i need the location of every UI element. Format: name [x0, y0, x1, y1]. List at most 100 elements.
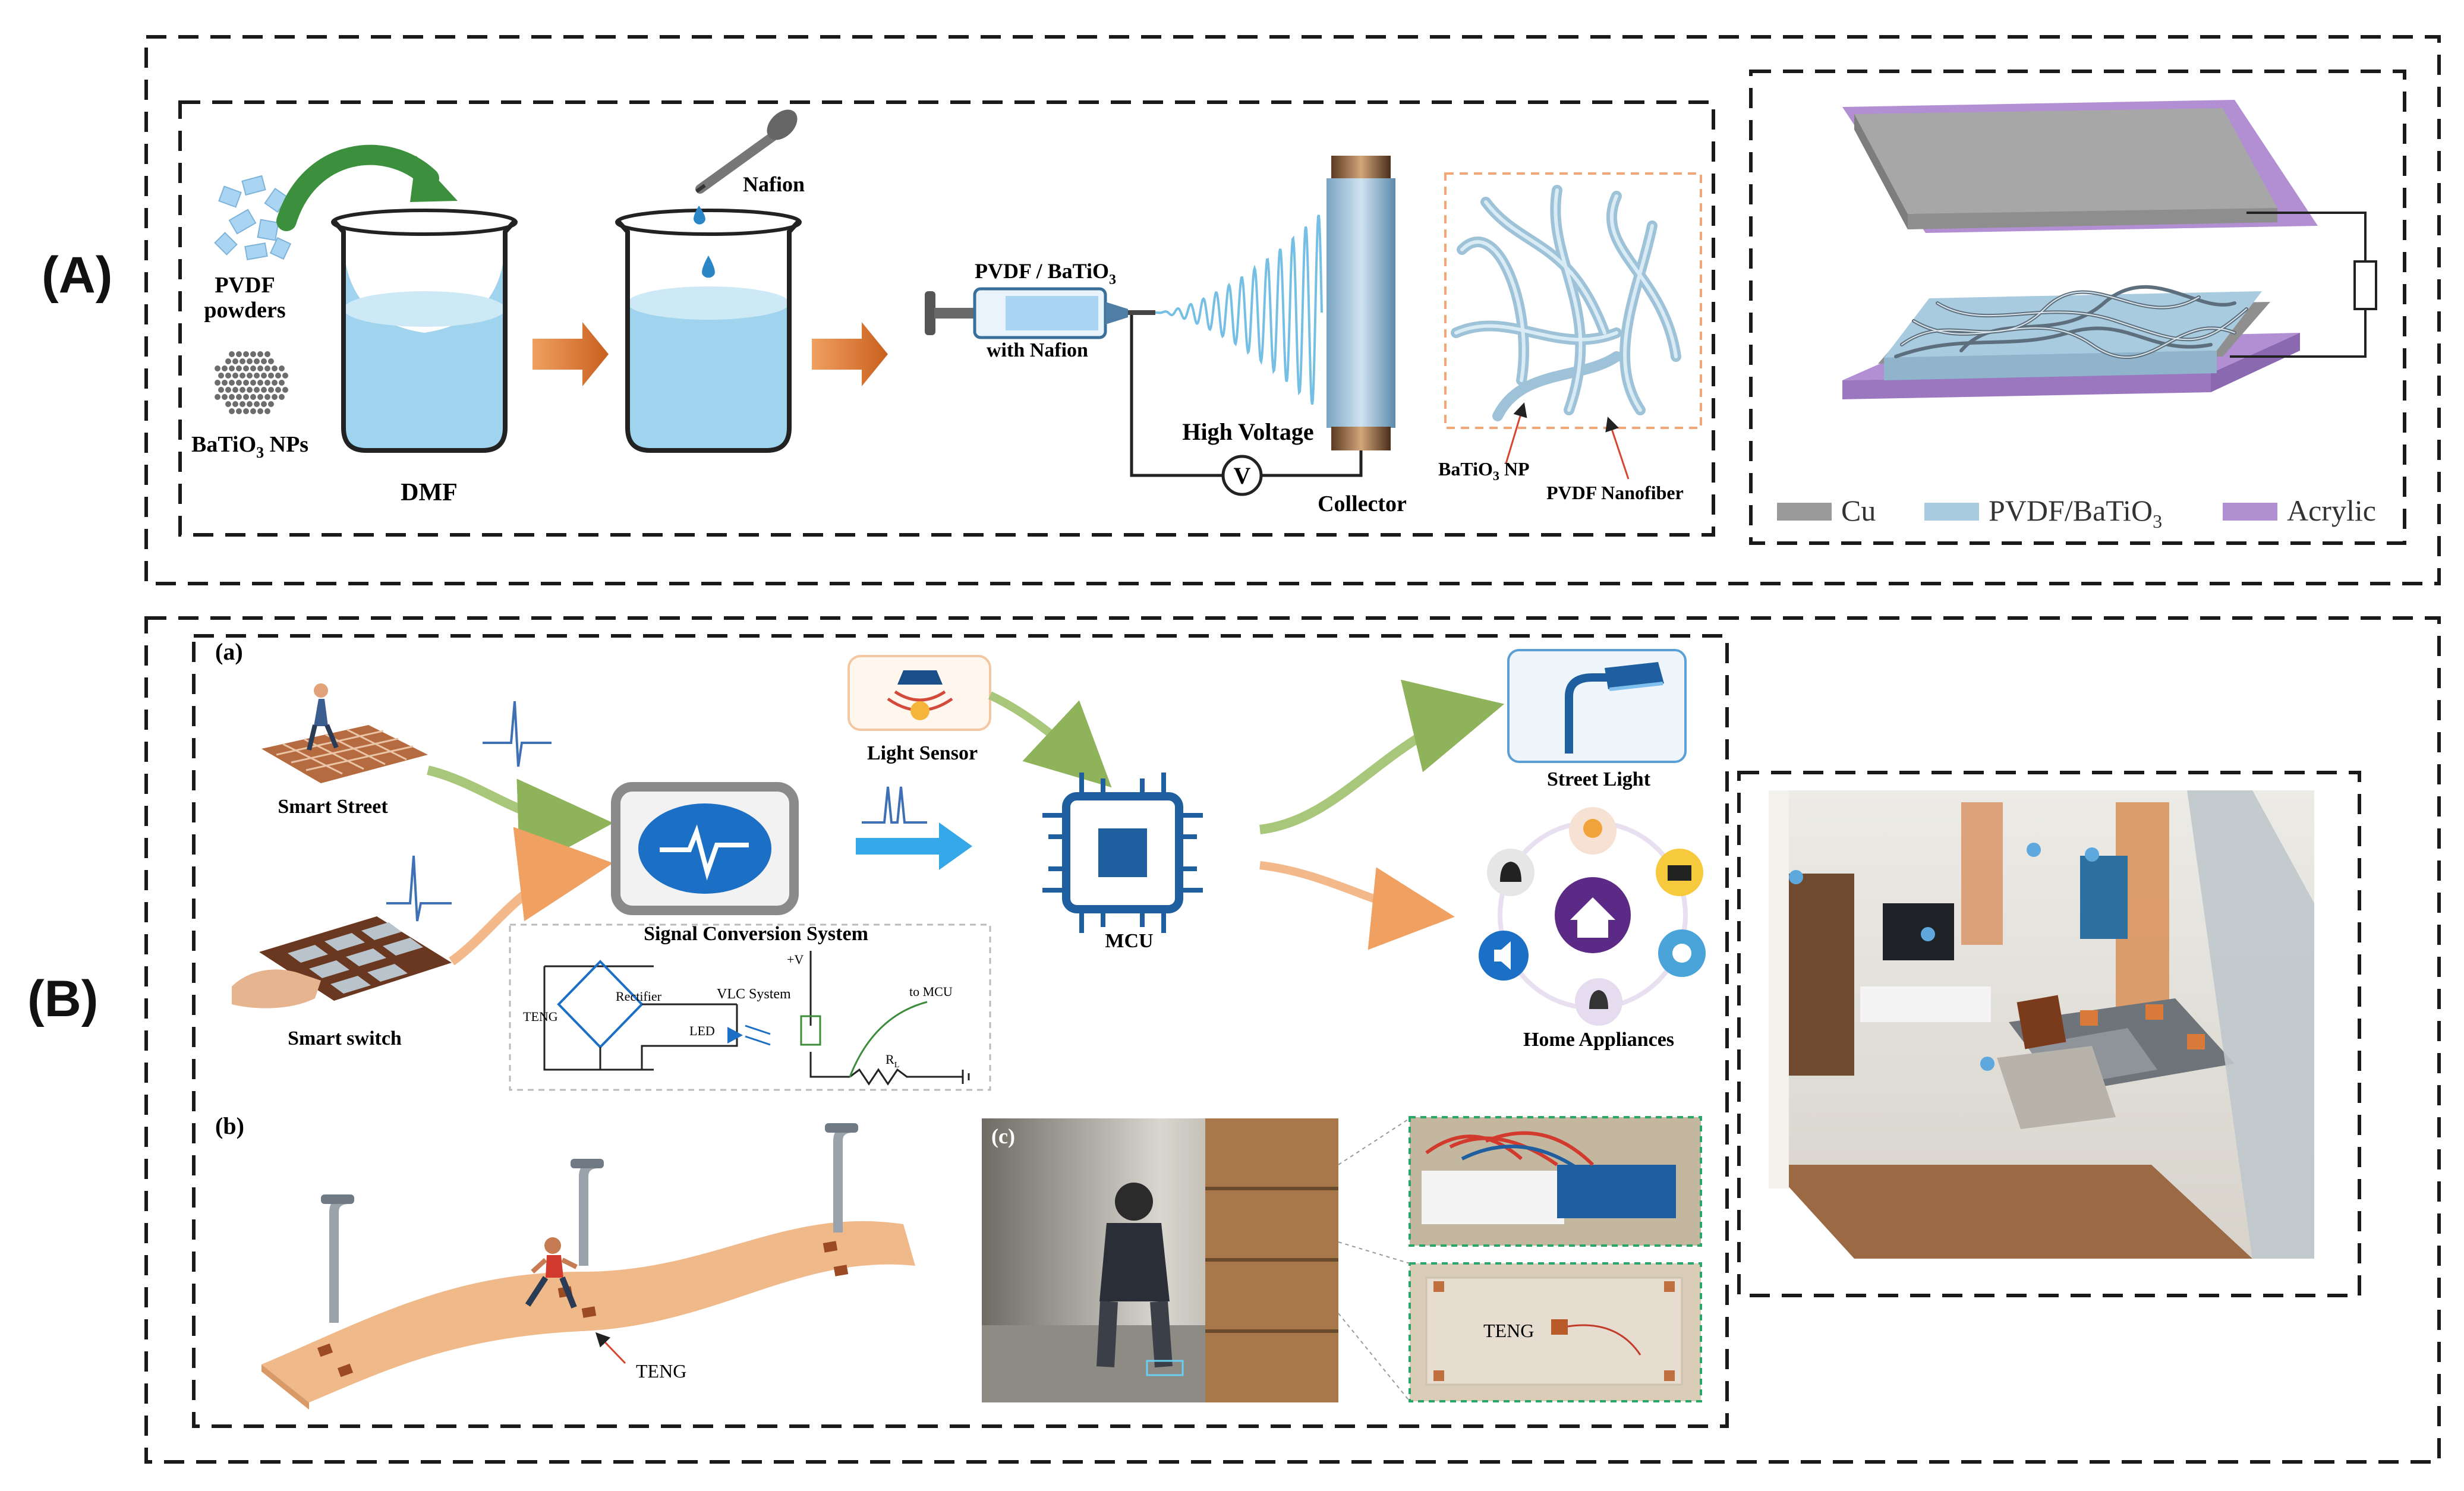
- np-dot: [272, 380, 278, 386]
- flow-arrow-sensor: [988, 691, 1112, 788]
- np-dot: [247, 358, 253, 364]
- voltmeter-icon: [1221, 455, 1263, 496]
- np-dot: [261, 373, 267, 379]
- np-dot: [279, 365, 285, 371]
- np-dot: [240, 387, 245, 393]
- np-dot: [243, 408, 249, 414]
- np-dot: [229, 365, 235, 371]
- np-dot: [264, 408, 270, 414]
- smart-home-room-render: [1769, 790, 2314, 1259]
- np-dot: [232, 387, 238, 393]
- np-dot: [243, 365, 249, 371]
- np-dot: [250, 408, 256, 414]
- np-dot: [254, 358, 260, 364]
- np-dot: [257, 380, 263, 386]
- teng-device-illustration: [1842, 100, 2377, 399]
- np-dot: [215, 380, 220, 386]
- panel-a-device-frame: [1749, 70, 2406, 545]
- panel-a-process-frame: [178, 100, 1715, 537]
- np-dot: [264, 380, 270, 386]
- street-light-icon: [1507, 649, 1687, 763]
- np-dot: [272, 365, 278, 371]
- pvdf-nanofiber-label: PVDF Nanofiber: [1546, 482, 1684, 503]
- batio3-np-label: BaTiO3 NP: [1438, 458, 1530, 483]
- led-icon: [727, 1027, 743, 1044]
- np-dot: [257, 408, 263, 414]
- mcu-label: MCU: [1105, 930, 1153, 952]
- np-dot: [236, 408, 242, 414]
- np-dot: [222, 365, 228, 371]
- np-dot: [247, 401, 253, 407]
- np-dot: [240, 358, 245, 364]
- road-edge: [261, 1364, 309, 1410]
- np-dot: [250, 351, 256, 357]
- np-dot: [254, 373, 260, 379]
- smart-switch-pad: [232, 916, 452, 1008]
- circuit-tomcu-label: to MCU: [909, 984, 953, 999]
- home-appliances-label: Home Appliances: [1523, 1029, 1674, 1051]
- batio3-nanoparticle-icon: [215, 351, 288, 414]
- np-dot: [215, 394, 220, 400]
- flow-arrow-streetlight: [1259, 679, 1505, 834]
- circuit-teng-label: TENG: [523, 1009, 558, 1024]
- np-dot: [268, 387, 274, 393]
- legend-swatch-acrylic: [2223, 503, 2277, 521]
- np-dot: [243, 380, 249, 386]
- double-pulse-signal: [862, 786, 927, 824]
- pulse-signal-1: [483, 701, 552, 767]
- np-dot: [236, 394, 242, 400]
- np-dot: [236, 365, 242, 371]
- np-dot: [229, 394, 235, 400]
- np-dot: [261, 358, 267, 364]
- np-dot: [268, 401, 274, 407]
- syringe-icon: [925, 287, 1155, 339]
- circuit-rl-label: RL: [886, 1052, 899, 1070]
- np-dot: [282, 373, 288, 379]
- nanofiber-strands-core: [1454, 188, 1678, 412]
- circuit-led-label: LED: [689, 1023, 715, 1038]
- nanofiber-inset: [1444, 172, 1702, 429]
- with-nafion-label: with Nafion: [987, 339, 1088, 361]
- nafion-label: Nafion: [743, 172, 805, 196]
- panel-label-a: (A): [42, 247, 112, 304]
- smart-switch-label: Smart switch: [288, 1027, 402, 1049]
- circuit-vlc-label: VLC System: [717, 986, 791, 1002]
- np-dot: [257, 351, 263, 357]
- np-dot: [261, 387, 267, 393]
- teng-pad-photo: [1410, 1263, 1701, 1401]
- np-dot: [229, 408, 235, 414]
- np-dot: [282, 387, 288, 393]
- np-dot: [275, 373, 281, 379]
- np-dot: [279, 380, 285, 386]
- panel-b-frame: [144, 616, 2441, 1464]
- panel-b-scheme-frame: [192, 634, 1729, 1428]
- legend-label-pvdf: PVDF/BaTiO3: [1989, 494, 2162, 532]
- flow-arrow-home: [1259, 861, 1455, 950]
- np-dot: [257, 365, 263, 371]
- np-dot: [232, 358, 238, 364]
- tv-icon-glyph: [1668, 865, 1691, 881]
- np-dot: [229, 380, 235, 386]
- np-dot: [218, 373, 224, 379]
- collector-label: Collector: [1318, 491, 1407, 516]
- np-dot: [236, 380, 242, 386]
- np-dot: [264, 394, 270, 400]
- np-dot: [240, 373, 245, 379]
- panel-label-b: (B): [27, 970, 98, 1027]
- np-dot: [243, 394, 249, 400]
- voltmeter-symbol: V: [1234, 462, 1251, 489]
- np-dot: [222, 380, 228, 386]
- smart-street-label: Smart Street: [278, 796, 388, 818]
- np-dot: [257, 394, 263, 400]
- signal-conversion-label: Signal Conversion System: [644, 923, 868, 945]
- process-arrow-2: [812, 322, 888, 386]
- light-sensor-label: Light Sensor: [867, 742, 978, 764]
- np-dot: [268, 373, 274, 379]
- collector-drum: [1326, 156, 1395, 450]
- dmf-label: DMF: [401, 479, 458, 506]
- dropper-icon: [694, 109, 798, 225]
- panel-a-frame: [144, 35, 2441, 585]
